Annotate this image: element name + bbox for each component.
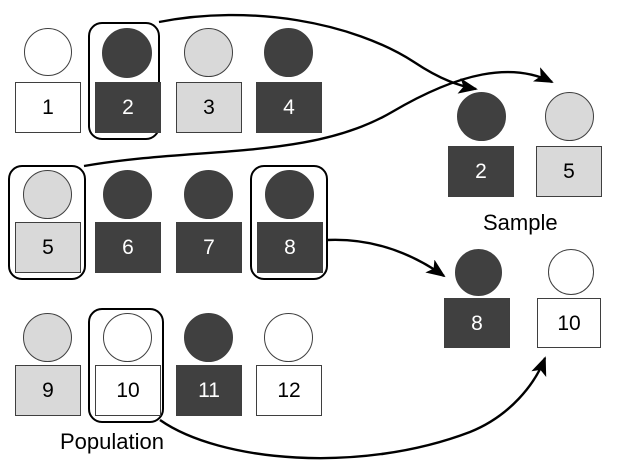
- sample-item-2[interactable]: 2: [448, 92, 514, 197]
- population-item-11[interactable]: 11: [176, 313, 242, 416]
- token-circle: [103, 170, 152, 219]
- arrow-10-to-sample: [159, 356, 547, 460]
- token-box: 10: [537, 298, 601, 348]
- token-circle: [545, 92, 594, 141]
- sample-label: Sample: [483, 210, 558, 235]
- sample-item-5[interactable]: 5: [536, 92, 602, 197]
- token-circle: [184, 170, 233, 219]
- token-box: 6: [95, 222, 161, 273]
- token-box: 8: [257, 222, 323, 273]
- token-box: 2: [448, 146, 514, 197]
- population-item-2[interactable]: 2: [95, 28, 161, 133]
- sample-item-10[interactable]: 10: [537, 249, 601, 348]
- token-circle: [23, 170, 72, 219]
- token-circle: [265, 170, 314, 219]
- selection-outline-2: [88, 22, 160, 140]
- population-item-1[interactable]: 1: [15, 28, 81, 133]
- token-circle: [24, 28, 72, 76]
- token-circle: [102, 28, 152, 78]
- population-item-6[interactable]: 6: [95, 170, 161, 273]
- token-circle: [184, 313, 233, 362]
- selection-outline-8: [250, 165, 328, 280]
- token-box: 10: [95, 365, 161, 416]
- token-circle: [264, 28, 313, 77]
- token-box: 2: [95, 82, 161, 133]
- token-box: 4: [256, 82, 322, 133]
- population-item-3[interactable]: 3: [176, 28, 242, 133]
- population-label: Population: [60, 429, 164, 454]
- token-box: 1: [15, 82, 81, 133]
- selection-outline-10: [88, 308, 164, 423]
- token-box: 3: [176, 82, 242, 133]
- population-item-7[interactable]: 7: [176, 170, 242, 273]
- token-circle: [548, 249, 594, 295]
- token-box: 5: [536, 146, 602, 197]
- token-box: 5: [15, 222, 81, 273]
- population-item-10[interactable]: 10: [95, 313, 161, 416]
- token-box: 9: [15, 365, 81, 416]
- token-circle: [103, 313, 152, 362]
- token-circle: [23, 313, 72, 362]
- token-circle: [455, 249, 502, 296]
- token-circle: [184, 28, 233, 77]
- arrow-5-to-sample: [83, 67, 554, 168]
- sample-item-8[interactable]: 8: [444, 249, 510, 348]
- selection-outline-5: [8, 165, 86, 280]
- token-box: 7: [176, 222, 242, 273]
- arrow-8-to-sample: [326, 238, 446, 278]
- token-box: 8: [444, 298, 510, 348]
- population-item-12[interactable]: 12: [256, 313, 322, 416]
- token-box: 12: [256, 365, 322, 416]
- population-item-5[interactable]: 5: [15, 170, 81, 273]
- population-item-8[interactable]: 8: [257, 170, 323, 273]
- token-circle: [264, 313, 313, 362]
- population-item-9[interactable]: 9: [15, 313, 81, 416]
- token-box: 11: [176, 365, 242, 416]
- population-item-4[interactable]: 4: [256, 28, 322, 133]
- token-circle: [457, 92, 506, 141]
